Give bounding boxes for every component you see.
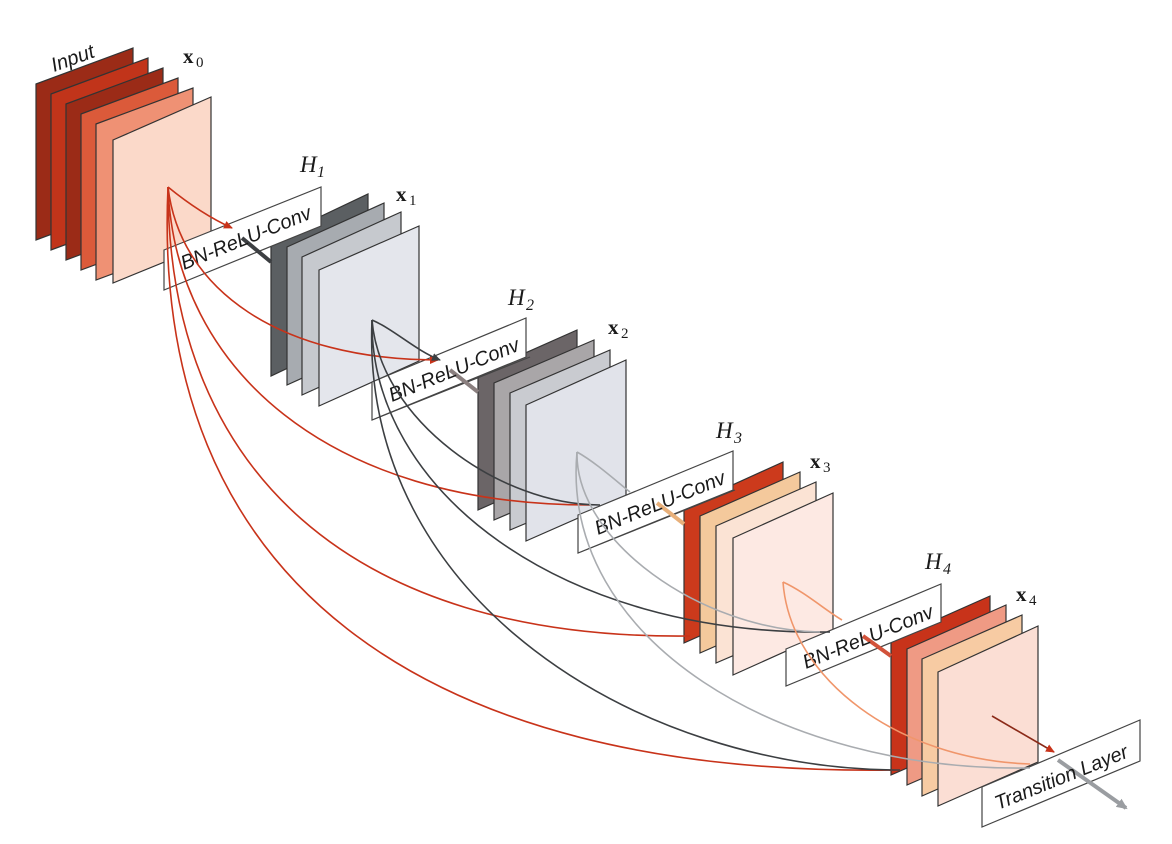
x1-map-4 xyxy=(318,225,420,407)
layer-label-h3: H 3 xyxy=(715,418,742,447)
edge-x0-to-transition xyxy=(166,186,901,771)
layer-label-h2: H 2 xyxy=(507,285,534,314)
state-x2-symbol: x xyxy=(608,315,619,339)
edge-x3-to-transition xyxy=(782,581,1031,765)
feature-maps-x1 xyxy=(270,193,420,407)
layer-h2-connector xyxy=(448,368,480,394)
edges-from-x3 xyxy=(782,581,1031,765)
state-label-x3: x 3 xyxy=(810,449,831,476)
layer-h3-panel xyxy=(577,450,734,554)
layer-h4-symbol: H xyxy=(924,549,943,574)
edges-from-x1 xyxy=(370,319,901,771)
layer-h3-connector xyxy=(655,501,686,526)
layer-h4-panel xyxy=(785,583,942,687)
layer-h2-subscript: 2 xyxy=(526,297,534,314)
edges-from-x4 xyxy=(991,715,1055,753)
state-x1-symbol: x xyxy=(396,182,407,206)
state-x3-symbol: x xyxy=(810,449,821,473)
edge-x0-to-h1 xyxy=(167,186,233,229)
feature-maps-x4 xyxy=(890,595,1039,807)
edge-x1-to-transition xyxy=(370,319,901,771)
edge-x4-to-transition xyxy=(991,715,1055,753)
state-x4-subscript: 4 xyxy=(1029,593,1037,609)
layer-label-h1: H 1 xyxy=(299,152,325,181)
state-label-x4: x 4 xyxy=(1016,582,1037,609)
transition-output-arrow xyxy=(1056,758,1128,810)
state-x1-subscript: 1 xyxy=(409,193,417,209)
layer-h2-panel xyxy=(371,317,527,421)
layer-h1-connector xyxy=(240,236,273,264)
state-x3-subscript: 3 xyxy=(823,460,831,476)
edge-x0-to-h2 xyxy=(167,186,439,364)
layer-h3-subscript: 3 xyxy=(733,430,742,447)
layer-h2-symbol: H xyxy=(507,285,526,310)
state-x0-subscript: 0 xyxy=(196,55,204,71)
edge-x0-to-h3 xyxy=(167,186,591,506)
edge-x3-to-h4 xyxy=(782,581,843,621)
layer-h3-symbol: H xyxy=(715,418,734,443)
edge-x1-to-h2 xyxy=(371,319,441,361)
edges-from-x0 xyxy=(166,186,901,771)
state-x0-symbol: x xyxy=(183,44,194,68)
edge-x0-to-h4 xyxy=(167,186,691,637)
state-x2-subscript: 2 xyxy=(621,326,629,342)
edge-x1-to-h3 xyxy=(371,319,601,506)
state-label-x0: x 0 xyxy=(183,44,204,71)
x4-map-4 xyxy=(937,625,1039,807)
edge-x2-to-transition xyxy=(575,451,1031,769)
layer-h4-connector xyxy=(861,634,893,658)
transition-layer-panel xyxy=(981,719,1141,828)
edge-x1-to-h4 xyxy=(371,319,831,633)
layer-label-h4: H 4 xyxy=(924,549,951,578)
layer-h4-subscript: 4 xyxy=(943,561,951,578)
state-label-x1: x 1 xyxy=(396,182,417,209)
state-x4-symbol: x xyxy=(1016,582,1027,606)
state-label-x2: x 2 xyxy=(608,315,629,342)
feature-maps-x2 xyxy=(477,329,627,542)
layer-h1-subscript: 1 xyxy=(317,164,325,181)
input-feature-maps-x0 xyxy=(35,47,212,284)
edges-from-x2 xyxy=(575,451,1031,769)
edge-x2-to-h4 xyxy=(576,451,821,633)
layer-h1-symbol: H xyxy=(299,152,318,177)
edge-x2-to-h3 xyxy=(576,451,631,493)
